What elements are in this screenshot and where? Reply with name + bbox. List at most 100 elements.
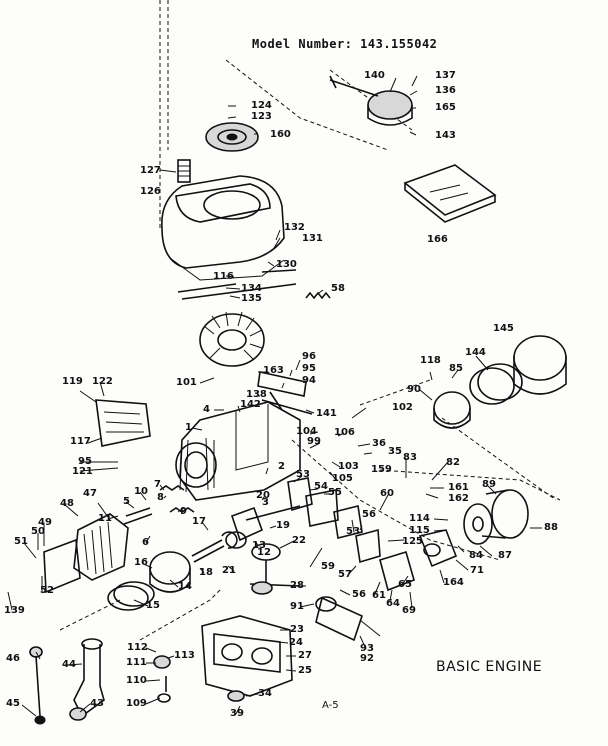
callout-label: 17 (192, 516, 206, 527)
callout-label: 20 (256, 490, 270, 501)
callout-label: 132 (284, 222, 305, 233)
callout-label: 117 (70, 436, 91, 447)
connecting-rod (191, 531, 238, 563)
starter-assembly (329, 75, 413, 126)
air-filter-pad (403, 164, 497, 223)
callout-label: 52 (40, 585, 54, 596)
valve-train (123, 485, 195, 525)
callout-label: 91 (290, 601, 304, 612)
callout-label: 61 (372, 590, 386, 601)
callout-label: 102 (392, 402, 413, 413)
callout-label: 124 (251, 100, 272, 111)
callout-label: 65 (398, 579, 412, 590)
callout-label: 123 (251, 111, 272, 122)
callout-label: 84 (469, 550, 483, 561)
callout-label: 55 (328, 487, 342, 498)
page-reference: A-5 (322, 700, 339, 711)
callout-label: 130 (276, 259, 297, 270)
callout-label: 83 (403, 452, 417, 463)
callout-label: 60 (380, 488, 394, 499)
callout-label: 145 (493, 323, 514, 334)
callout-label: 95 (302, 363, 316, 374)
callout-label: 92 (360, 653, 374, 664)
callout-label: 90 (407, 384, 421, 395)
callout-label: 53 (296, 469, 310, 480)
guide-line-left-edge (159, 0, 169, 230)
callout-label: 161 (448, 482, 469, 493)
callout-label: 104 (296, 426, 317, 437)
callout-label: 23 (290, 624, 304, 635)
callout-label: 137 (435, 70, 456, 81)
callout-label: 64 (386, 598, 400, 609)
callout-label: 51 (14, 536, 28, 547)
callout-label: 7 (154, 479, 161, 490)
callout-label: 111 (126, 657, 147, 668)
callout-label: 14 (178, 581, 192, 592)
oil-sump (201, 615, 293, 697)
bracket-52 (43, 538, 81, 594)
callout-label: 35 (388, 446, 402, 457)
callout-label: 59 (321, 561, 335, 572)
bearing (205, 122, 259, 152)
carburetor (379, 529, 458, 592)
callout-label: 160 (270, 129, 291, 140)
callout-label: 109 (126, 698, 147, 709)
callout-label: 44 (62, 659, 76, 670)
washer-34 (227, 690, 245, 702)
callout-label: 94 (302, 375, 316, 386)
callout-label: 8 (157, 492, 164, 503)
callout-label: 159 (371, 464, 392, 475)
callout-label: 165 (435, 102, 456, 113)
leader-lines (7, 75, 542, 717)
callout-label: 87 (498, 550, 512, 561)
callout-label: 54 (314, 481, 328, 492)
callout-label: 105 (332, 473, 353, 484)
callout-label: 96 (302, 351, 316, 362)
callout-label: 122 (92, 376, 113, 387)
callout-label: 9 (180, 506, 187, 517)
callout-label: 103 (338, 461, 359, 472)
callout-label: 144 (465, 347, 486, 358)
callout-label: 126 (140, 186, 161, 197)
callout-label: 16 (134, 557, 148, 568)
callout-label: 12 (257, 547, 271, 558)
callout-label: 6 (142, 537, 149, 548)
callout-label: 15 (146, 600, 160, 611)
callout-label: 56 (362, 509, 376, 520)
callout-label: 110 (126, 675, 147, 686)
callout-label: 19 (276, 520, 290, 531)
callout-label: 25 (298, 665, 312, 676)
callout-label: 56 (352, 589, 366, 600)
callout-label: 95 (78, 456, 92, 467)
callout-label: 10 (134, 486, 148, 497)
camshaft-gear (249, 543, 301, 595)
callout-label: 57 (338, 569, 352, 580)
bolt-127 (177, 159, 191, 183)
callout-label: 106 (334, 427, 355, 438)
callout-label: 11 (98, 513, 112, 524)
callout-label: 48 (60, 498, 74, 509)
callout-label: 139 (4, 605, 25, 616)
callout-label: 119 (62, 376, 83, 387)
blower-housing (161, 175, 285, 281)
guide-line-air-cleaner (291, 439, 561, 561)
callout-label: 131 (302, 233, 323, 244)
callout-label: 13 (252, 540, 266, 551)
callout-label: 162 (448, 493, 469, 504)
callout-label: 142 (240, 399, 261, 410)
callout-label: 164 (443, 577, 464, 588)
cylinder-head (73, 513, 129, 581)
callout-label: 166 (427, 234, 448, 245)
callout-label: 93 (360, 643, 374, 654)
callout-label: 46 (6, 653, 20, 664)
callout-label: 2 (278, 461, 285, 472)
callout-label: 45 (6, 698, 20, 709)
callout-label: 82 (446, 457, 460, 468)
callout-label: 140 (364, 70, 385, 81)
guide-line-lower (59, 589, 221, 641)
callout-label: 134 (241, 283, 262, 294)
model-number: Model Number: 143.155042 (252, 37, 438, 51)
callout-label: 127 (140, 165, 161, 176)
